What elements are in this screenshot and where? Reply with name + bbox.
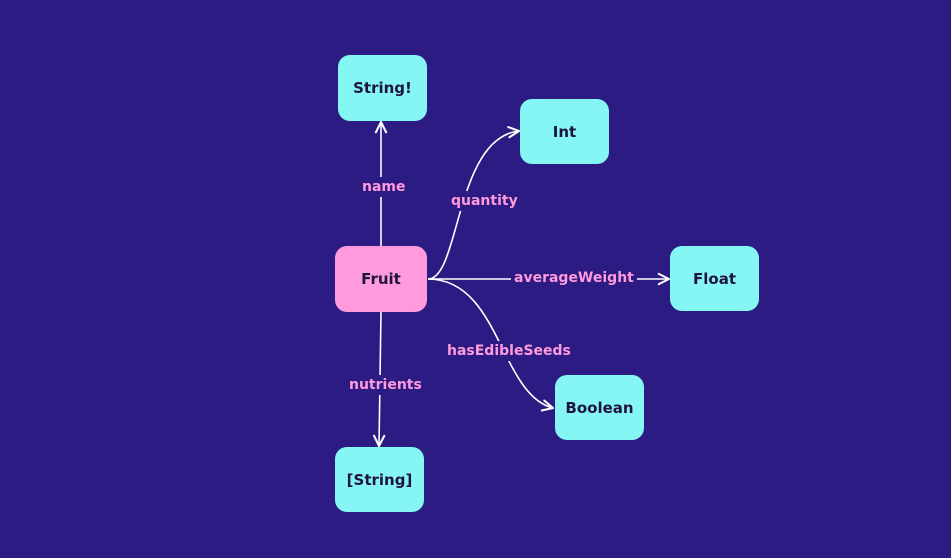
node-boolean: Boolean: [555, 375, 644, 440]
node-int: Int: [520, 99, 609, 164]
edge-label-has-edible-seeds: hasEdibleSeeds: [444, 341, 574, 361]
node-float: Float: [670, 246, 759, 311]
node-string-required: String!: [338, 55, 427, 121]
node-string-list: [String]: [335, 447, 424, 512]
edge-label-nutrients: nutrients: [346, 375, 425, 395]
edge-label-average-weight: averageWeight: [511, 268, 637, 288]
edge-label-name: name: [359, 177, 409, 197]
node-fruit: Fruit: [335, 246, 427, 312]
edge-label-quantity: quantity: [448, 191, 521, 211]
edge-has-edible-seeds: [427, 278, 555, 412]
